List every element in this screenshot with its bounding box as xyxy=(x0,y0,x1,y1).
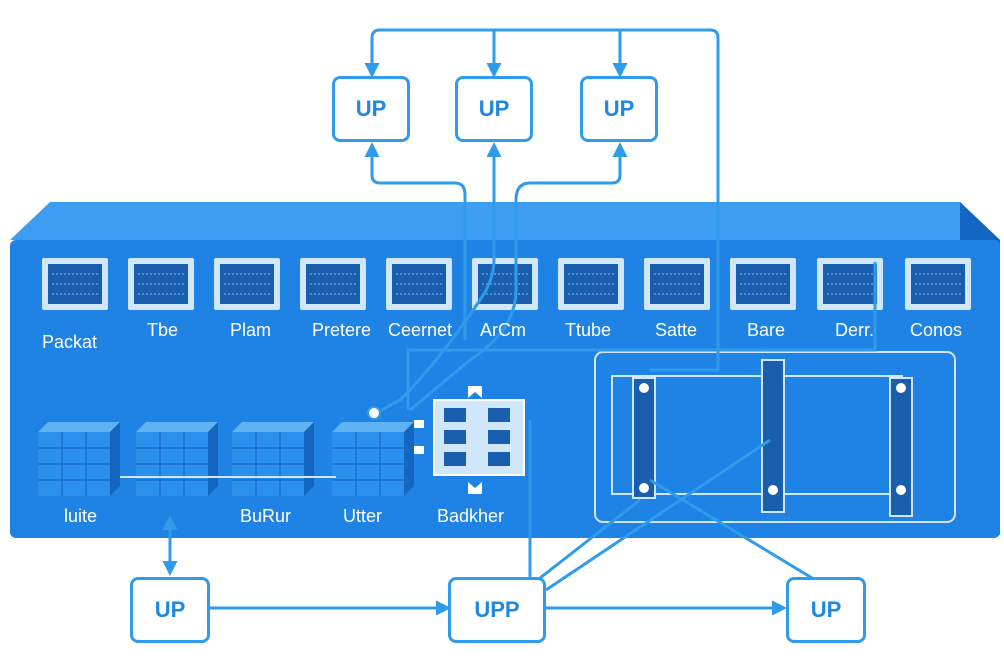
port-label-2: Tbe xyxy=(147,320,179,340)
module-4[interactable] xyxy=(332,422,414,496)
switch-block xyxy=(414,386,525,494)
port-5[interactable] xyxy=(386,258,452,310)
connection-lines xyxy=(162,28,877,616)
port-3[interactable] xyxy=(214,258,280,310)
module-label-1: luite xyxy=(64,506,98,526)
port-1[interactable] xyxy=(42,258,108,310)
top-node-3[interactable]: UP xyxy=(580,76,658,142)
port-label-7: Ttube xyxy=(565,320,612,340)
port-label-3: Plam xyxy=(230,320,272,340)
rack-rail-left xyxy=(632,377,656,499)
switch-label: Badkher xyxy=(437,506,505,526)
module-1[interactable] xyxy=(38,422,120,496)
port-label-10: Derr. xyxy=(835,320,875,340)
port-label-11: Conos xyxy=(910,320,963,340)
port-11[interactable] xyxy=(905,258,971,310)
rack-rail-right xyxy=(889,377,913,517)
top-bus-line xyxy=(370,28,720,372)
port-label-9: Bare xyxy=(747,320,786,340)
port-2[interactable] xyxy=(128,258,194,310)
bottom-node-2[interactable]: UPP xyxy=(448,577,546,643)
port-label-6: ArCm xyxy=(480,320,526,340)
top-node-1[interactable]: UP xyxy=(332,76,410,142)
port-6[interactable] xyxy=(472,258,538,310)
port-label-8: Satte xyxy=(655,320,698,340)
bottom-node-3[interactable]: UP xyxy=(786,577,866,643)
port-8[interactable] xyxy=(644,258,710,310)
rack-panel xyxy=(594,351,956,523)
module-label-3: BuRur xyxy=(240,506,292,526)
module-3[interactable] xyxy=(232,422,314,496)
port-label-1: Packat xyxy=(42,332,98,352)
port-9[interactable] xyxy=(730,258,796,310)
top-node-2[interactable]: UP xyxy=(455,76,533,142)
port-4[interactable] xyxy=(300,258,366,310)
chassis-top-face xyxy=(10,202,1000,240)
port-label-4: Pretere xyxy=(312,320,372,340)
port-7[interactable] xyxy=(558,258,624,310)
rack-rail-middle xyxy=(761,359,785,513)
port-10[interactable] xyxy=(817,258,883,310)
port-row xyxy=(42,258,971,310)
module-2[interactable] xyxy=(136,422,218,496)
port-label-5: Ceernet xyxy=(388,320,453,340)
bottom-node-1[interactable]: UP xyxy=(130,577,210,643)
module-label-4: Utter xyxy=(343,506,383,526)
module-row xyxy=(38,422,414,496)
